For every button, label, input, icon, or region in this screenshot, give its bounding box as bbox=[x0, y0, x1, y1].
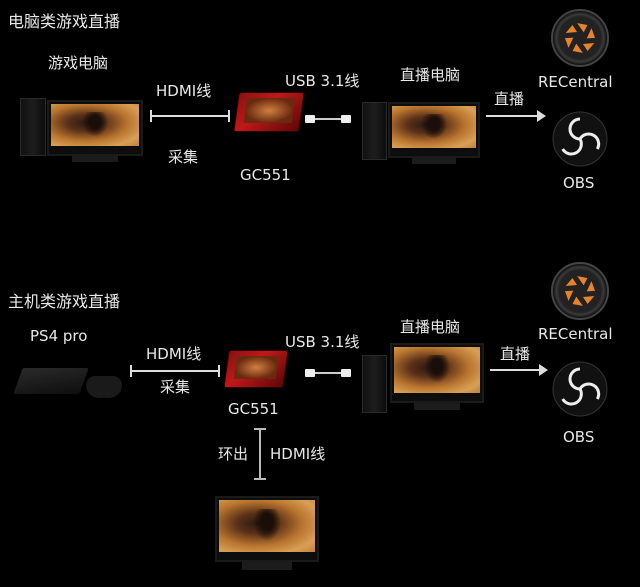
monitor-stand bbox=[414, 403, 460, 410]
game-pc-label: 游戏电脑 bbox=[48, 54, 109, 72]
usb-label: USB 3.1线 bbox=[285, 72, 360, 90]
recentral-logo-icon bbox=[551, 262, 609, 320]
gc551-device bbox=[233, 92, 305, 132]
stream-pc-tower bbox=[362, 102, 387, 160]
controller-icon bbox=[86, 376, 122, 398]
recentral-label: RECentral bbox=[538, 325, 613, 343]
gc551-label: GC551 bbox=[228, 400, 279, 418]
hdmi-cable bbox=[130, 365, 220, 377]
monitor-stand bbox=[242, 562, 292, 570]
console-section-title: 主机类游戏直播 bbox=[8, 292, 121, 311]
obs-label: OBS bbox=[563, 174, 595, 192]
obs-logo-icon bbox=[551, 360, 609, 418]
arrow-icon bbox=[486, 110, 546, 122]
live-label: 直播 bbox=[500, 345, 531, 363]
pc-section-title: 电脑类游戏直播 bbox=[8, 12, 121, 31]
loop-hdmi-cable bbox=[254, 428, 266, 480]
usb-cable bbox=[305, 115, 351, 123]
loop-hdmi-label: HDMI线 bbox=[270, 445, 326, 463]
monitor-stand bbox=[72, 156, 118, 162]
live-label: 直播 bbox=[494, 90, 525, 108]
ps4-console bbox=[13, 368, 89, 394]
console-label: PS4 pro bbox=[30, 327, 88, 345]
gc551-device bbox=[223, 350, 289, 388]
monitor-stand bbox=[412, 158, 456, 164]
hdmi-label: HDMI线 bbox=[156, 82, 212, 100]
usb-label: USB 3.1线 bbox=[285, 333, 360, 351]
recentral-logo-icon bbox=[551, 9, 609, 67]
recentral-label: RECentral bbox=[538, 73, 613, 91]
game-pc-monitor bbox=[47, 100, 143, 156]
capture-label: 采集 bbox=[160, 378, 191, 396]
tv-monitor bbox=[215, 496, 319, 562]
obs-label: OBS bbox=[563, 428, 595, 446]
hdmi-label: HDMI线 bbox=[146, 345, 202, 363]
stream-pc-label: 直播电脑 bbox=[400, 66, 461, 84]
capture-label: 采集 bbox=[168, 148, 199, 166]
stream-pc-label: 直播电脑 bbox=[400, 318, 461, 336]
hdmi-cable bbox=[150, 110, 230, 122]
stream-pc-monitor bbox=[390, 343, 484, 403]
loop-out-label: 环出 bbox=[218, 445, 249, 463]
obs-logo-icon bbox=[551, 110, 609, 168]
gc551-label: GC551 bbox=[240, 166, 291, 184]
arrow-icon bbox=[490, 364, 548, 376]
game-pc-tower bbox=[20, 98, 46, 156]
usb-cable bbox=[305, 369, 351, 377]
stream-pc-monitor bbox=[388, 102, 480, 158]
stream-pc-tower bbox=[362, 355, 387, 413]
